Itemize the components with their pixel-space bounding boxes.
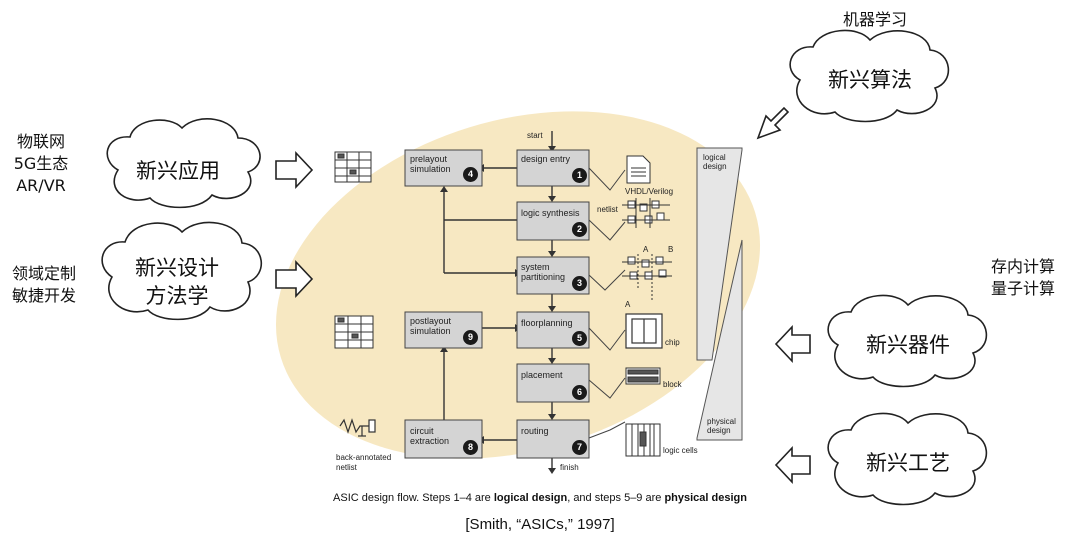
arrow-methods bbox=[275, 259, 314, 299]
netlist-schematic-icon bbox=[622, 198, 670, 228]
figure-caption: ASIC design flow. Steps 1–4 are logical … bbox=[0, 492, 1080, 504]
layout-icon-top bbox=[334, 151, 372, 183]
step-number-7: 7 bbox=[572, 440, 587, 455]
note-vhdl: VHDL/Verilog bbox=[625, 187, 674, 196]
domain-line2: 敏捷开发 bbox=[11, 286, 76, 305]
step-routing: routing bbox=[521, 426, 549, 436]
cloud-methods-text-2: 方法学 bbox=[145, 284, 209, 308]
arrow-apps bbox=[275, 150, 314, 190]
physical-design-bar bbox=[696, 239, 743, 441]
chip-icon bbox=[625, 313, 663, 349]
cloud-apps bbox=[106, 118, 261, 209]
step-number-4: 4 bbox=[463, 167, 478, 182]
step-number-2: 2 bbox=[572, 222, 587, 237]
layout-icon-bottom bbox=[334, 315, 374, 349]
cloud-algos-text: 新兴算法 bbox=[828, 68, 912, 92]
cloud-process bbox=[827, 412, 988, 506]
computing-line1: 存内计算 bbox=[990, 257, 1055, 276]
note-netlist: netlist bbox=[597, 205, 618, 214]
caption-bold-physical: physical design bbox=[664, 492, 747, 504]
note-chip: chip bbox=[665, 338, 680, 347]
step-number-1: 1 bbox=[572, 168, 587, 183]
arrow-process bbox=[774, 445, 811, 485]
caption-middle: , and steps 5–9 are bbox=[567, 492, 665, 504]
arrow-devices bbox=[774, 324, 811, 364]
step-logic-synthesis: logic synthesis bbox=[521, 208, 580, 218]
note-b: B bbox=[668, 245, 674, 254]
block-icon bbox=[625, 367, 661, 385]
flow-finish-label: finish bbox=[560, 463, 579, 472]
cloud-devices bbox=[827, 294, 988, 388]
caption-prefix: ASIC design flow. Steps 1–4 are bbox=[333, 492, 494, 504]
cloud-devices-text: 新兴器件 bbox=[866, 333, 950, 357]
cloud-apps-text: 新兴应用 bbox=[136, 159, 220, 183]
domain-line1: 领域定制 bbox=[11, 264, 76, 283]
step-number-9: 9 bbox=[463, 330, 478, 345]
partition-schematic-icon bbox=[622, 254, 672, 300]
domain-label: 领域定制 敏捷开发 bbox=[4, 263, 84, 307]
step-floorplanning: floorplanning bbox=[521, 318, 573, 328]
logic-cells-icon bbox=[625, 423, 661, 457]
caption-bold-logical: logical design bbox=[493, 492, 568, 504]
note-a1: A bbox=[643, 245, 649, 254]
flow-start-label: start bbox=[527, 131, 543, 140]
iot-line2: 5G生态 bbox=[13, 154, 69, 173]
citation: [Smith, “ASICs,” 1997] bbox=[465, 516, 615, 533]
iot-line1: 物联网 bbox=[16, 132, 65, 151]
resistor-icon bbox=[339, 418, 376, 437]
iot-line3: AR/VR bbox=[16, 176, 66, 195]
cloud-process-text: 新兴工艺 bbox=[866, 451, 950, 475]
note-a2: A bbox=[625, 300, 631, 309]
note-back-annotated: back-annotated netlist bbox=[336, 453, 392, 472]
step-placement: placement bbox=[521, 370, 563, 380]
computing-line2: 量子计算 bbox=[990, 279, 1055, 298]
document-icon bbox=[626, 155, 651, 184]
computing-label: 存内计算 量子计算 bbox=[978, 256, 1068, 300]
note-logic-cells: logic cells bbox=[663, 446, 698, 455]
arrow-algos bbox=[756, 106, 790, 140]
cloud-algos bbox=[789, 29, 950, 123]
step-design-entry: design entry bbox=[521, 154, 571, 164]
step-number-6: 6 bbox=[572, 385, 587, 400]
logical-design-bar bbox=[696, 147, 743, 361]
step-number-5: 5 bbox=[572, 331, 587, 346]
ml-label: 机器学习 bbox=[842, 10, 907, 29]
cloud-methods-text-1: 新兴设计 bbox=[135, 256, 219, 280]
note-block: block bbox=[663, 380, 682, 389]
iot-label: 物联网 5G生态 AR/VR bbox=[6, 131, 76, 197]
step-number-8: 8 bbox=[463, 440, 478, 455]
cloud-methods bbox=[101, 221, 263, 321]
step-number-3: 3 bbox=[572, 276, 587, 291]
